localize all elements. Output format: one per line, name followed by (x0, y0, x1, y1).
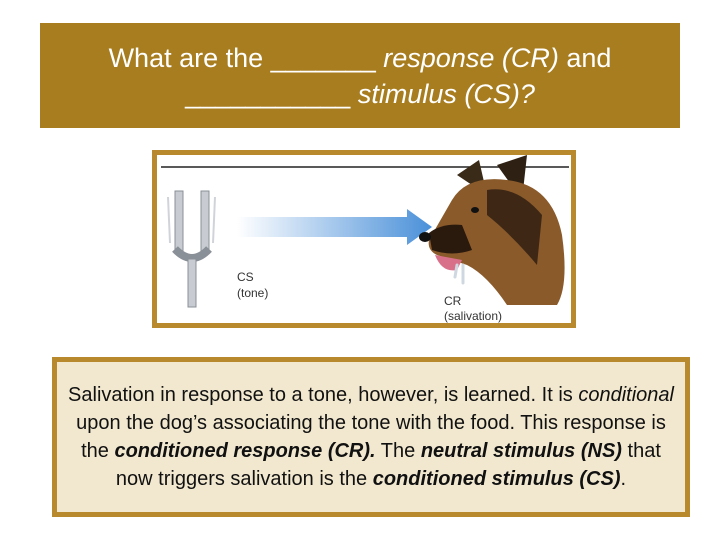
dog-head-icon (419, 155, 565, 305)
title-text: ___________ (185, 78, 358, 109)
title-italic-text: response (CR) (383, 42, 559, 73)
title-line-1: What are the _______ response (CR) and (109, 40, 612, 76)
title-text: and (558, 42, 612, 73)
conditioning-illustration: CS (tone) CR (salivation) (152, 150, 576, 328)
explanation-box: Salivation in response to a tone, howeve… (52, 357, 690, 517)
key-term: conditioned response (CR). (114, 440, 376, 462)
arrow-icon (237, 209, 432, 245)
slide-title: What are the _______ response (CR) and _… (40, 23, 680, 128)
cr-sublabel: (salivation) (444, 309, 502, 323)
cr-label: CR (444, 294, 462, 308)
title-text: What are the _______ (108, 42, 384, 73)
key-term: neutral stimulus (NS) (420, 440, 622, 462)
illustration-svg: CS (tone) CR (salivation) (161, 155, 569, 323)
key-term: conditioned stimulus (CS) (372, 468, 621, 490)
title-italic-text: stimulus (CS)? (357, 78, 535, 109)
cs-label: CS (237, 270, 254, 284)
italic-term: conditional (578, 384, 674, 406)
explanation-text: Salivation in response to a tone, howeve… (68, 384, 674, 490)
tuning-fork-icon (167, 190, 216, 308)
title-line-2: ___________ stimulus (CS)? (185, 76, 535, 112)
cs-sublabel: (tone) (237, 286, 268, 300)
